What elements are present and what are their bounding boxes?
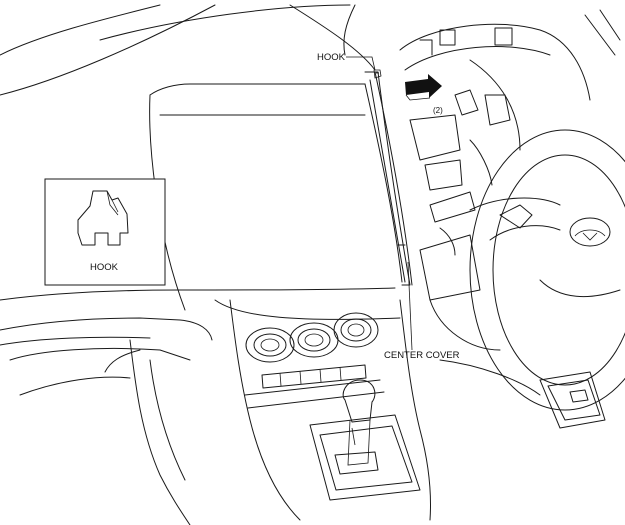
- driver-side-panel: [104, 339, 191, 525]
- hook-inset-label: HOOK: [90, 262, 119, 273]
- hook-shape-icon: [77, 190, 129, 246]
- center-console: [229, 299, 431, 521]
- hook-detail-inset: [44, 178, 166, 286]
- hook-marker: [373, 69, 382, 79]
- mazda-emblem: [569, 217, 611, 247]
- air-vents: [245, 312, 379, 363]
- center-cover-leader-line: [407, 261, 413, 351]
- floor-lines: [19, 9, 621, 396]
- windshield-lines: [0, 4, 376, 96]
- steering-column: [419, 191, 501, 351]
- pedals: [539, 371, 606, 429]
- gauge-hood: [399, 23, 591, 191]
- center-cover-panel: [364, 71, 411, 286]
- gear-shifter: [334, 379, 379, 475]
- hook-leader-line: [346, 56, 376, 71]
- switch-panel: [261, 364, 367, 389]
- removal-direction-arrow-icon: [405, 74, 442, 101]
- center-cover-label: CENTER COVER: [384, 350, 460, 361]
- hook-callout-label: HOOK: [317, 52, 346, 63]
- steering-wheel: [469, 129, 625, 411]
- step-marker-label: (2): [433, 106, 443, 115]
